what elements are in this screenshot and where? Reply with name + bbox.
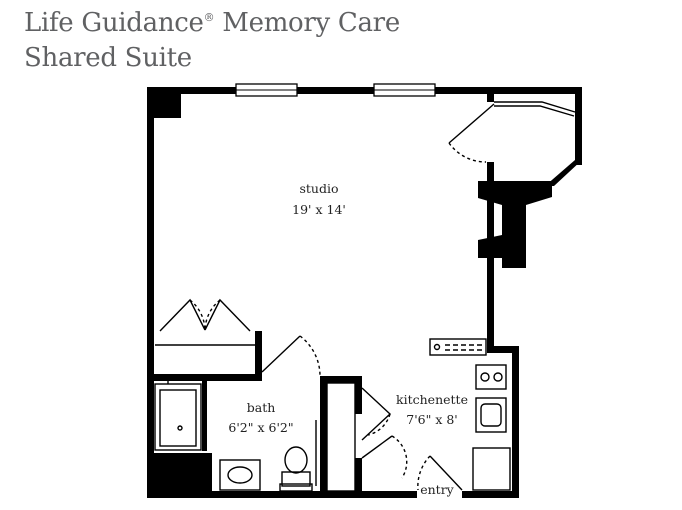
room-label-kitchenette: kitchenette — [396, 392, 468, 407]
wall-left — [147, 87, 154, 498]
wall-bath-top — [147, 374, 262, 381]
wall-bath-right — [320, 376, 327, 498]
corner-block-top-left — [147, 87, 181, 118]
room-size-studio: 19' x 14' — [292, 202, 346, 217]
wall-kitchen-top — [487, 346, 519, 353]
wall-right-kitchen — [512, 346, 519, 498]
wall-right-upper — [575, 87, 582, 165]
wall-bottom-right — [462, 491, 519, 498]
wall-inner-right — [487, 87, 494, 102]
wall-bath-top-right — [320, 376, 362, 383]
title-rest: Memory Care — [214, 8, 400, 38]
corner-block-bottom-left — [147, 453, 212, 498]
wall-top — [147, 87, 582, 94]
page-title: Life Guidance® Memory Care — [24, 8, 400, 38]
room-label-entry: entry — [420, 482, 454, 497]
page-subtitle: Shared Suite — [24, 43, 192, 73]
closet-column — [478, 181, 552, 268]
wall-right-diagonal — [545, 160, 582, 186]
wall-small-divider — [202, 381, 207, 451]
registered-mark: ® — [203, 11, 215, 24]
room-size-bath: 6'2" x 6'2" — [228, 420, 293, 435]
room-label-bath: bath — [247, 400, 276, 415]
wall-partition-lower — [355, 458, 362, 498]
brand-name: Life Guidance — [24, 8, 204, 38]
wall-partition — [355, 376, 362, 414]
room-label-studio: studio — [299, 181, 338, 196]
wall-closet-right — [255, 331, 262, 381]
wall-bottom — [147, 491, 417, 498]
room-size-kitchenette: 7'6" x 8' — [406, 412, 457, 427]
